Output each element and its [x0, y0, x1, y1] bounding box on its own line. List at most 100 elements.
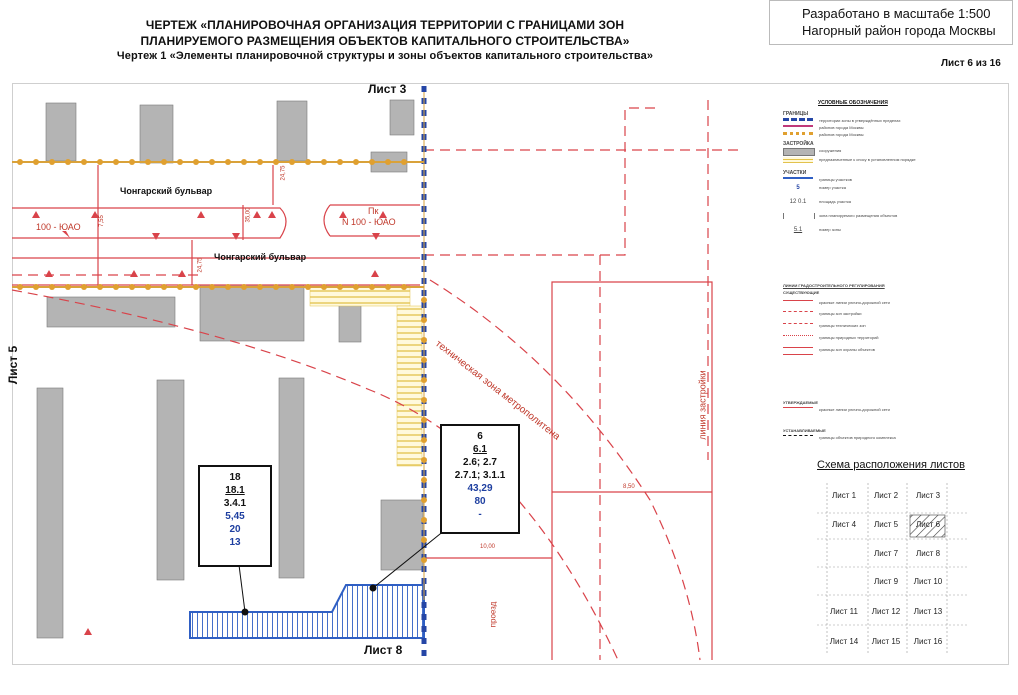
legend-row: ГРАНИЦЫ — [781, 111, 991, 119]
legend-text: территории зоны в утверждённых пределах — [819, 118, 901, 123]
legend-text: красные линии улично-дорожной сети — [819, 300, 890, 305]
scheme-sheet-5[interactable]: Лист 5 — [873, 520, 899, 529]
sheet-number: Лист 6 из 16 — [941, 58, 1001, 69]
road-label: 100 - ЮАО — [36, 222, 81, 232]
legend-row: районов города Москвы — [781, 125, 991, 133]
dashed-red-lines — [11, 100, 740, 661]
building — [46, 296, 176, 328]
zone-18-boundary — [189, 584, 425, 639]
legend-row: 5.1 номер зоны — [781, 227, 991, 235]
scheme-sheet-14[interactable]: Лист 14 — [829, 637, 859, 646]
scheme-sheet-2[interactable]: Лист 2 — [873, 491, 899, 500]
scheme-sheet-16[interactable]: Лист 16 — [913, 637, 943, 646]
scheme-sheet-13[interactable]: Лист 13 — [913, 607, 943, 616]
legend-row: границы природных территорий — [781, 335, 991, 343]
zone-info-box-18[interactable]: 18 18.1 3.4.1 5,45 20 13 — [198, 465, 272, 567]
scheme-sheet-9[interactable]: Лист 9 — [873, 577, 899, 586]
legend-text: границы технических зон — [819, 323, 866, 328]
zone-number: 18 — [229, 472, 241, 483]
sheet-layout-scheme: Схема расположения листов Лист 1 Лист 2 … — [777, 455, 1009, 667]
zone-area: 5,45 — [225, 511, 245, 522]
building — [278, 377, 305, 579]
zone-number-symbol: 5.1 — [793, 227, 803, 233]
sheet-ref-top[interactable]: Лист 3 — [368, 82, 407, 96]
approved-line-symbol — [783, 407, 813, 414]
scheme-sheet-10[interactable]: Лист 10 — [913, 577, 943, 586]
legend-row: красные линии улично-дорожной сети — [781, 300, 991, 308]
legend-text: предназначенные к сносу в установленном … — [819, 157, 916, 162]
dimension-label: 7,55 — [98, 215, 105, 227]
zone-info-box-6[interactable]: 6 6.1 2.6; 2.7 2.7.1; 3.1.1 43,29 80 - — [440, 424, 520, 534]
legend-row: 5 номер участка — [781, 185, 991, 193]
legend-row: границы технических зон — [781, 323, 991, 331]
legend-heading: ГРАНИЦЫ — [783, 111, 809, 117]
legend-text: площадь участка — [819, 199, 852, 204]
legend-text: районов города Москвы — [819, 132, 864, 137]
zone-line-symbol — [783, 311, 813, 318]
dotted-symbol — [783, 132, 813, 141]
legend-text: сооружения — [819, 148, 842, 153]
building — [36, 387, 64, 639]
legend-heading: СУЩЕСТВУЮЩИЕ — [783, 290, 820, 295]
legend-row: УТВЕРЖДАЕМЫЕ — [781, 400, 991, 408]
legend-row: границы объектов природного комплекса — [781, 435, 991, 443]
leader-lines — [238, 529, 446, 616]
hatched-area — [396, 305, 423, 467]
scheme-sheet-3[interactable]: Лист 3 — [915, 491, 941, 500]
zone-use: 2.7.1; 3.1.1 — [454, 470, 506, 481]
scheme-sheet-15[interactable]: Лист 15 — [871, 637, 901, 646]
red-lines — [12, 165, 420, 286]
red-polygon — [424, 281, 713, 660]
dimension-label: 35,00 — [245, 207, 252, 223]
legend-row: СУЩЕСТВУЮЩИЕ — [781, 290, 991, 298]
legend-heading: УСТАНАВЛИВАЕМЫЕ — [783, 428, 826, 433]
scheme-sheet-11[interactable]: Лист 11 — [830, 607, 858, 616]
scheme-sheet-6[interactable]: Лист 6 — [915, 520, 941, 529]
zone-value: 20 — [229, 524, 241, 535]
boundary-symbol — [783, 118, 813, 127]
current-sheet-highlight — [909, 514, 946, 538]
parcel-symbol — [783, 177, 813, 185]
legend-text: границы природных территорий — [819, 335, 879, 340]
legend-text: районов города Москвы — [819, 125, 864, 130]
legend-title: УСЛОВНЫЕ ОБОЗНАЧЕНИЯ — [818, 100, 888, 106]
road-label: проезд — [488, 601, 498, 628]
scale-text: Разработано в масштабе 1:500 — [802, 6, 991, 21]
dimension-label: 10,00 — [480, 544, 496, 550]
legend-row: красные линии улично-дорожной сети — [781, 407, 991, 415]
sheet-ref-bottom[interactable]: Лист 8 — [364, 643, 403, 657]
building — [199, 284, 305, 342]
scheme-grid — [817, 483, 967, 655]
building-symbol — [783, 148, 815, 156]
red-line-symbol — [783, 300, 813, 307]
drawing-title-line2: ПЛАНИРУЕМОГО РАЗМЕЩЕНИЯ ОБЪЕКТОВ КАПИТАЛ… — [140, 34, 630, 48]
legend-row: предназначенные к сносу в установленном … — [781, 157, 991, 165]
legend-row: зона планируемого размещения объектов — [781, 213, 991, 221]
street-label: Чонгарский бульвар — [120, 186, 213, 196]
scheme-sheet-8[interactable]: Лист 8 — [915, 549, 941, 558]
dimension-label: 24,75 — [197, 257, 204, 273]
legend-row: территории зоны в утверждённых пределах — [781, 118, 991, 126]
drawing-subtitle: Чертеж 1 «Элементы планировочной структу… — [116, 50, 654, 62]
legend-text: зона планируемого размещения объектов — [819, 213, 898, 218]
legend-text: номер участка — [819, 185, 846, 190]
dimension-label: 24,75 — [280, 165, 287, 181]
sheet-ref-left[interactable]: Лист 5 — [6, 345, 21, 385]
scheme-sheet-7[interactable]: Лист 7 — [873, 549, 899, 558]
zone-area: 43,29 — [467, 483, 493, 494]
road-label: N 100 - ЮАО — [342, 217, 396, 227]
nature-symbol — [783, 335, 813, 342]
scheme-sheet-4[interactable]: Лист 4 — [831, 520, 857, 529]
protection-symbol — [783, 347, 813, 355]
road-label: Пк — [368, 206, 379, 216]
legend-heading: УЧАСТКИ — [783, 170, 807, 176]
scheme-sheet-1[interactable]: Лист 1 — [831, 491, 857, 500]
zone-use: 2.6; 2.7 — [463, 457, 497, 468]
building — [139, 104, 174, 164]
building — [380, 499, 424, 571]
scheme-sheet-12[interactable]: Лист 12 — [871, 607, 901, 616]
legend-row: УСТАНАВЛИВАЕМЫЕ — [781, 428, 991, 436]
legend-heading: ЗАСТРОЙКА — [783, 141, 814, 147]
zone-code: 6.1 — [473, 444, 487, 455]
legend-row: 12 0.1 площадь участка — [781, 199, 991, 207]
